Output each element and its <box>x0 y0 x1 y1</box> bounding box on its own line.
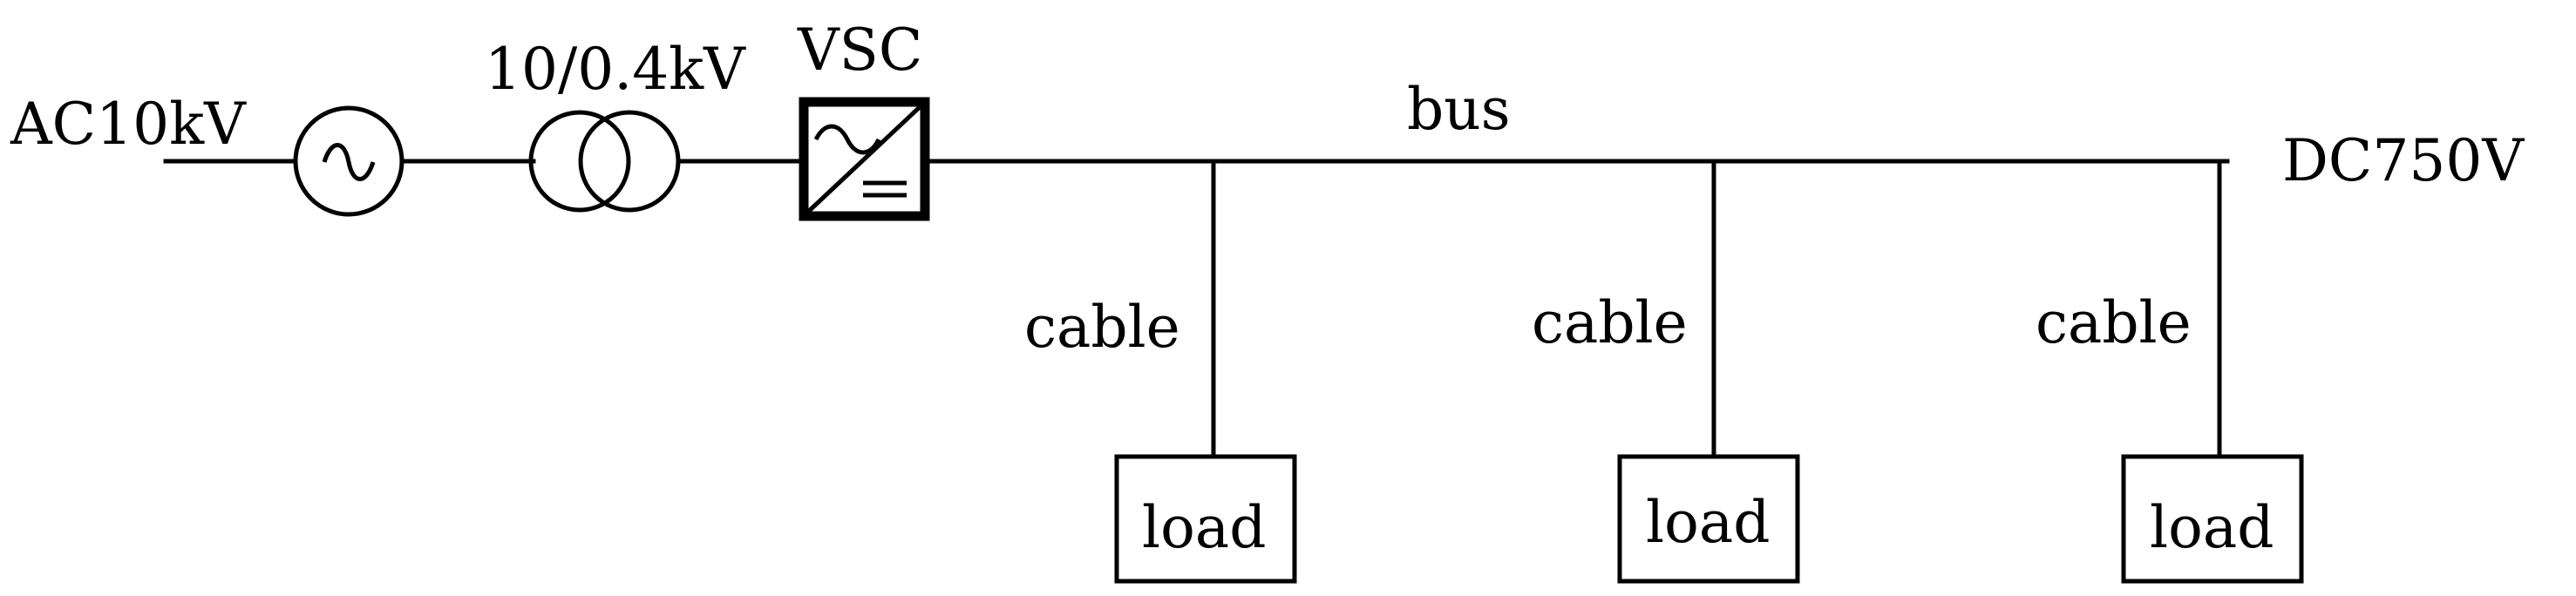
vsc-label: VSC <box>797 17 922 84</box>
branch-3: cable load <box>2036 159 2304 584</box>
vsc-converter-symbol <box>799 97 930 221</box>
branch-2: cable load <box>1532 159 1800 584</box>
transformer-symbol <box>528 110 681 213</box>
cable-label: cable <box>2036 289 2192 356</box>
load-box <box>1114 454 1297 584</box>
branch-1: cable load <box>1024 159 1297 584</box>
ac-source-label: AC10kV <box>10 91 247 158</box>
load-label: load <box>2150 494 2274 561</box>
transformer-rating-label: 10/0.4kV <box>485 36 746 103</box>
cable-label: cable <box>1024 294 1180 361</box>
ac-source-symbol <box>293 105 404 217</box>
load-label: load <box>1142 494 1266 561</box>
dc-voltage-label: DC750V <box>2282 127 2525 194</box>
cable-label: cable <box>1532 289 1688 356</box>
bus-label: bus <box>1407 76 1511 143</box>
load-box <box>1617 454 1800 584</box>
load-label: load <box>1646 489 1770 556</box>
load-box <box>2121 454 2304 584</box>
